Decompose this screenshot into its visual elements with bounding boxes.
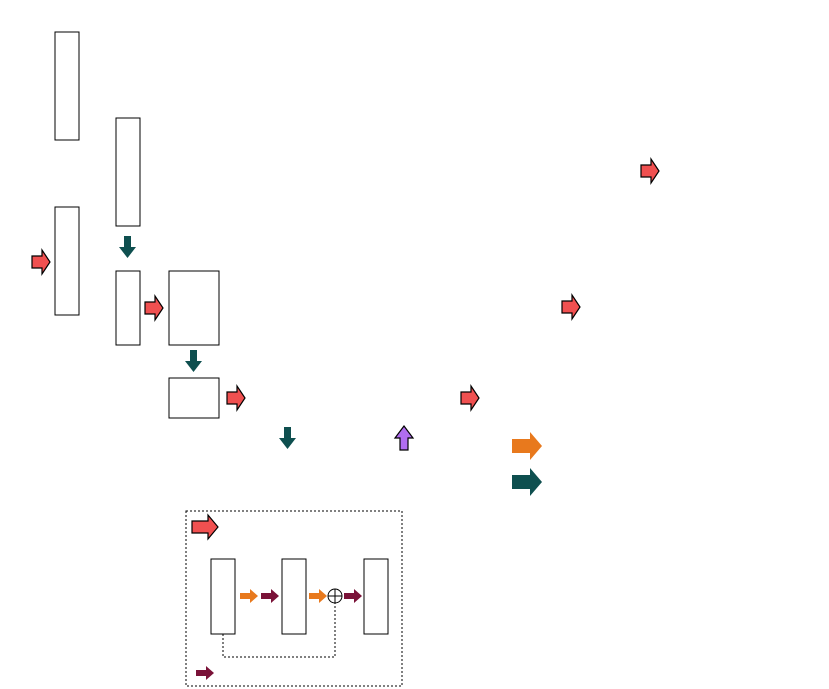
red-right-arrow-icon: [226, 384, 246, 412]
skip-connection-line: [222, 603, 336, 658]
teal-down-arrow-icon: [119, 236, 136, 258]
red-right-arrow-icon: [460, 384, 480, 412]
residual-block-inset: [185, 510, 403, 687]
red-right-arrow-icon: [144, 294, 164, 322]
residual-layer-block-1: [210, 558, 236, 635]
residual-red-arrow-icon: [191, 513, 219, 541]
block-col2-upper: [115, 117, 141, 227]
add-operation-icon: [327, 588, 343, 604]
block-left-mid: [54, 206, 80, 316]
legend-orange-arrow-icon: [512, 432, 542, 460]
red-right-arrow-icon: [640, 157, 660, 185]
maroon-small-arrow-icon: [196, 666, 214, 680]
maroon-small-arrow-icon: [344, 589, 362, 603]
red-right-arrow-icon: [561, 293, 581, 321]
residual-block-border: [185, 510, 403, 687]
residual-layer-block-3: [363, 558, 389, 635]
maroon-small-arrow-icon: [261, 589, 279, 603]
residual-layer-block-2: [281, 558, 307, 635]
block-col3-lower: [168, 377, 220, 419]
teal-down-arrow-icon: [185, 350, 202, 372]
legend-teal-arrow-icon: [512, 468, 542, 496]
block-col3-upper: [168, 270, 220, 346]
block-left-top: [54, 31, 80, 141]
orange-small-arrow-icon: [240, 589, 258, 603]
block-col2-lower: [115, 270, 141, 346]
teal-down-arrow-icon: [279, 427, 296, 449]
orange-small-arrow-icon: [309, 589, 327, 603]
purple-up-arrow-icon: [393, 425, 415, 451]
red-right-arrow-icon: [31, 248, 51, 276]
